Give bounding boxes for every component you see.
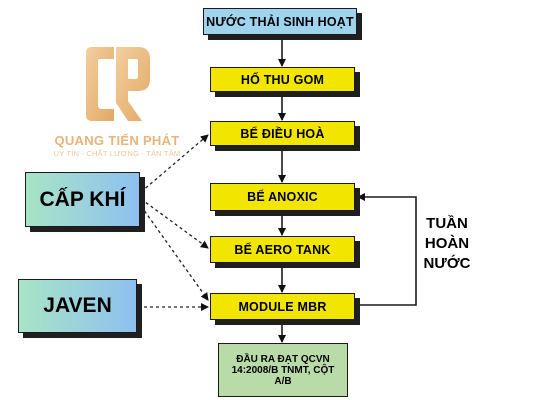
logo-slogan: UY TÍN - CHẤT LƯỢNG - TẬN TÂM [53,149,181,158]
air-supply-box: CẤP KHÍ [25,172,140,227]
javen-box: JAVEN [18,279,137,333]
recycle-label: TUẦN HOÀN NƯỚC [423,215,471,272]
output-standard-box: ĐẦU RA ĐẠT QCVN 14:2008/B TNMT, CỘT A/B [218,343,348,397]
logo-mark-icon [86,47,150,121]
air-to-dieu-hoa-arrow [140,134,209,193]
air-to-aerotank-arrow [140,198,209,249]
aerotank-box: BỂ AERO TANK [210,236,355,263]
logo-name: QUANG TIẾN PHÁT [54,133,180,148]
mbr-module-box: MODULE MBR [210,293,355,320]
input-wastewater-box: NƯỚC THẢI SINH HOẠT [203,8,357,35]
company-logo: QUANG TIẾN PHÁT UY TÍN - CHẤT LƯỢNG - TẬ… [42,45,192,163]
equalization-tank-box: BỂ ĐIỀU HOÀ [210,121,355,146]
collection-pit-box: HỐ THU GOM [210,67,355,92]
recycle-arrow [356,193,417,306]
anoxic-tank-box: BỂ ANOXIC [210,183,355,211]
air-to-mbr-arrow [140,205,209,301]
